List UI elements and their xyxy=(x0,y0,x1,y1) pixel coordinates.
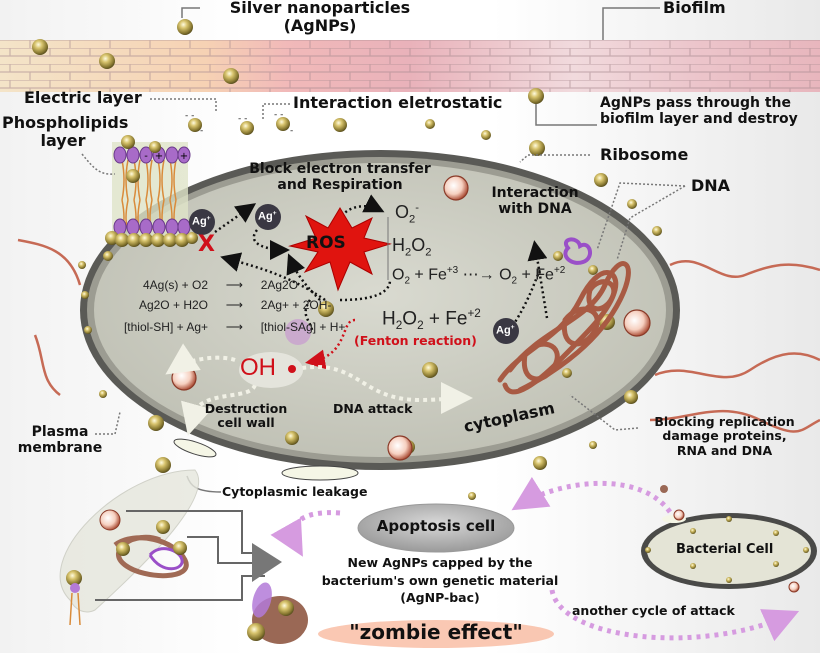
ros-label: ROS xyxy=(306,233,346,253)
electric-layer-particles: - -- - -- -- xyxy=(185,110,347,136)
equation-row: [thiol-SH] + Ag+ ⟶ [thiol-SAg] + H+ xyxy=(123,320,346,334)
lysed-cell-debris xyxy=(59,469,308,644)
bacterial-cell-small xyxy=(641,485,817,593)
equation-row: Ag2O + H2O ⟶ 2Ag+ + 2OH- xyxy=(138,298,332,312)
ag-ion-label: Ag+ xyxy=(496,324,515,337)
charge-minus: - xyxy=(144,151,148,162)
apoptosis-cell-shape xyxy=(357,503,515,553)
equation-row: 4Ag(s) + O2 ⟶ 2Ag2O xyxy=(142,278,299,292)
electric-layer-label: Electric layer xyxy=(24,88,142,107)
biofilm-layer xyxy=(0,40,820,92)
silver-nanoparticles-label: Silver nanoparticles (AgNPs) xyxy=(229,0,411,36)
agnps-pass-label: AgNPs pass through the biofilm layer and… xyxy=(600,95,798,128)
svg-text:-: - xyxy=(290,126,293,136)
bacterial-cell-label: Bacterial Cell xyxy=(676,542,774,557)
plasmid-dna xyxy=(563,237,592,265)
flagella xyxy=(17,238,820,433)
ribosome-label: Ribosome xyxy=(600,145,689,164)
leader-lines xyxy=(81,7,686,493)
biofilm-label: Biofilm xyxy=(663,0,726,17)
blocking-replication-label: Blocking replication damage proteins, RN… xyxy=(654,414,795,458)
hydroxyl-radical-bubble xyxy=(239,352,303,388)
hydroxyl-radical-label: OH xyxy=(240,354,276,381)
membrane-damage xyxy=(173,438,359,481)
destruction-cell-wall-label: Destruction cell wall xyxy=(204,401,288,431)
chromosomal-dna xyxy=(497,261,631,395)
cytoplasmic-leakage-label: Cytoplasmic leakage xyxy=(222,484,368,499)
reaction-arrows xyxy=(214,194,549,331)
ros-burst xyxy=(288,207,392,292)
interaction-electrostatic-label: Interaction eletrostatic xyxy=(293,93,503,112)
proton-bubble xyxy=(285,319,311,345)
iron-reduction-formula: O2 + Fe+3 ⋯→ O2 + Fe+2 xyxy=(392,265,566,287)
charge-plus: + xyxy=(155,151,163,162)
block-x-mark: X xyxy=(198,232,215,257)
dna-attack-label: DNA attack xyxy=(333,401,413,416)
ag-ion-label: Ag+ xyxy=(192,215,211,228)
svg-text:- -: - - xyxy=(274,110,283,120)
hydrogen-peroxide-formula: H2O2 xyxy=(392,235,432,259)
dna-label: DNA xyxy=(691,176,731,195)
svg-text:- -: - - xyxy=(185,111,194,121)
svg-text:-: - xyxy=(200,126,203,136)
interaction-dna-label: Interaction with DNA xyxy=(491,185,579,218)
block-electron-label: Block electron transfer and Respiration xyxy=(249,161,431,194)
new-agnps-label: New AgNPs capped by the bacterium's own … xyxy=(321,555,559,605)
zombie-effect-glow xyxy=(318,620,554,648)
attack-cycle-arrows xyxy=(270,476,800,642)
phospholipids-label: Phospholipids layer xyxy=(2,113,129,151)
another-cycle-label: another cycle of attack xyxy=(572,603,735,618)
silver-ions xyxy=(189,204,519,344)
svg-text:- -: - - xyxy=(238,114,247,124)
agnp-bac-cluster xyxy=(247,582,308,644)
charge-plus: + xyxy=(180,151,188,162)
ag-ion-label: Ag+ xyxy=(258,210,277,223)
phospholipid-bilayer: - + + xyxy=(105,135,198,247)
superoxide-formula: O2- xyxy=(395,202,419,226)
hydroxyl-paths xyxy=(165,343,473,436)
plasma-membrane-label: Plasma membrane xyxy=(17,424,103,457)
fenton-formula: H2O2 + Fe+2 xyxy=(382,307,481,333)
fenton-reaction-label: (Fenton reaction) xyxy=(354,333,477,348)
radical-dot xyxy=(288,365,296,373)
apoptosis-cell-label: Apoptosis cell xyxy=(376,517,496,535)
zombie-effect-label: "zombie effect" xyxy=(349,620,523,644)
bacterial-cell-main xyxy=(80,150,680,470)
